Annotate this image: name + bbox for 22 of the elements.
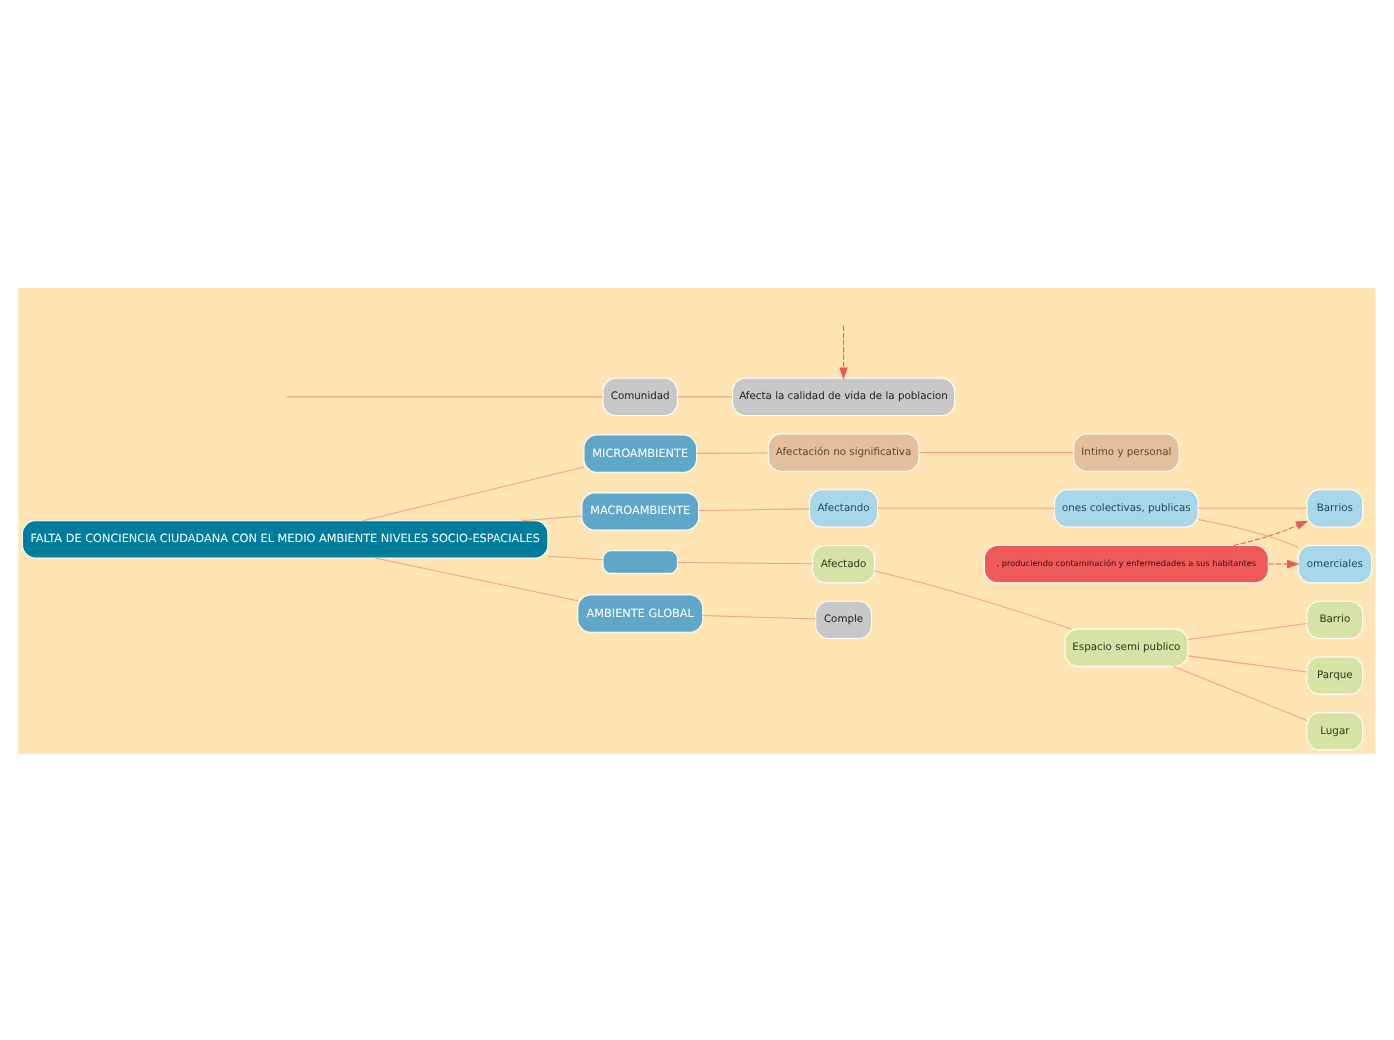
connector — [702, 614, 817, 619]
connector — [918, 451, 1075, 453]
connector — [677, 395, 733, 397]
arrow — [1233, 519, 1309, 545]
connector — [1197, 506, 1308, 508]
connector — [362, 465, 585, 521]
connector — [1187, 621, 1308, 640]
node-box — [602, 549, 678, 573]
connector — [521, 514, 583, 521]
connector — [1187, 654, 1308, 672]
connector — [1173, 664, 1308, 720]
connector — [285, 395, 604, 397]
connector — [696, 451, 769, 453]
arrow — [839, 324, 848, 379]
connector — [698, 507, 810, 511]
connector — [547, 554, 604, 560]
connector — [1197, 517, 1299, 547]
connector — [877, 506, 1056, 508]
connector — [677, 560, 814, 564]
connector — [874, 569, 1072, 629]
arrow — [1268, 558, 1300, 568]
connector — [374, 556, 579, 601]
